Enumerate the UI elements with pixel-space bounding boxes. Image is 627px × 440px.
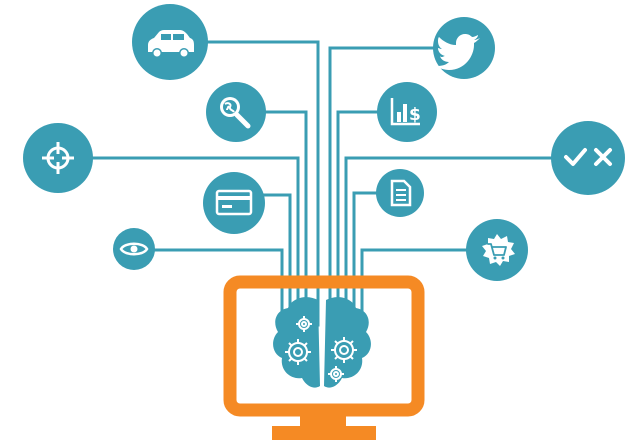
wire-doc — [352, 191, 380, 327]
node-shopping-cart — [466, 219, 528, 281]
wire-target — [88, 156, 300, 327]
node-twitter — [433, 17, 495, 79]
wire-eye — [152, 248, 284, 327]
brain-with-gears-icon — [273, 297, 371, 388]
wire-car — [194, 40, 320, 327]
gear-icon — [285, 339, 311, 365]
twitter-bird-icon — [435, 34, 480, 70]
eye-icon — [119, 242, 149, 256]
wire-checkcross — [344, 156, 554, 327]
bar-chart-dollar-icon: $ — [390, 98, 421, 126]
node-check-cross — [551, 121, 625, 195]
gear-icon — [296, 316, 312, 332]
node-self-driving-car — [132, 4, 208, 80]
node-document — [376, 169, 424, 217]
monitor-neck — [300, 410, 346, 430]
monitor-frame — [223, 275, 425, 417]
node-credit-card — [203, 172, 265, 234]
connection-wires — [88, 40, 554, 327]
check-cross-icon — [564, 148, 612, 166]
target-crosshair-icon — [42, 142, 74, 174]
node-bar-chart: $ — [377, 82, 437, 142]
wire-cart — [360, 248, 472, 327]
dollar-glyph: $ — [409, 105, 421, 125]
monitor-stand — [272, 426, 376, 440]
self-driving-car-icon — [148, 30, 194, 58]
wire-card — [260, 193, 292, 327]
node-target — [23, 123, 93, 193]
node-global-search — [206, 82, 266, 142]
node-eye — [113, 228, 155, 270]
monitor — [223, 275, 425, 440]
shopping-cart-badge-icon — [482, 234, 515, 266]
global-search-icon — [220, 97, 251, 129]
wire-chart — [336, 110, 380, 327]
document-icon — [390, 179, 412, 207]
gear-icon — [328, 366, 344, 382]
wire-twitter — [328, 46, 436, 327]
wire-search — [260, 110, 308, 327]
gear-icon — [331, 337, 357, 363]
credit-card-icon — [215, 189, 253, 216]
